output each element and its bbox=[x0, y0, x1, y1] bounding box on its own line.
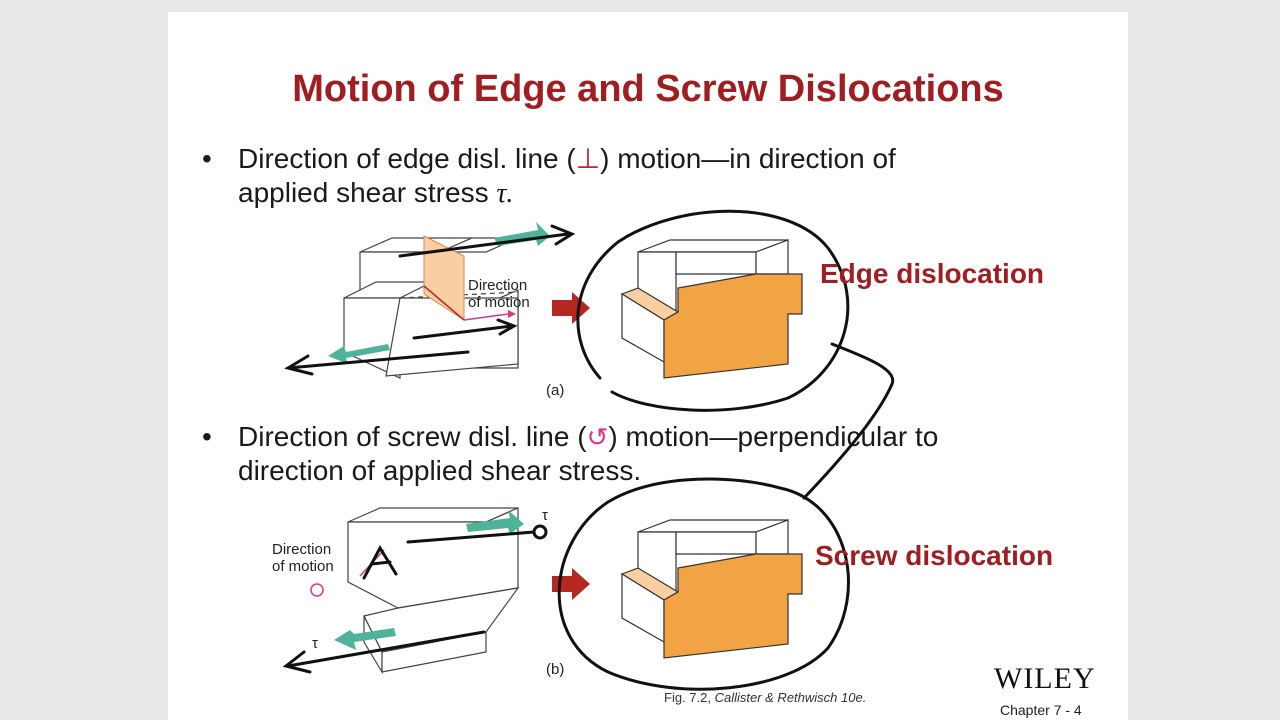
bullet-screw-text-post: ) motion—perpendicular to bbox=[608, 421, 939, 452]
edge-dislocation-label: Edge dislocation bbox=[820, 258, 1045, 289]
motion-label: of motion bbox=[468, 294, 530, 311]
tau-top-label: τ bbox=[542, 507, 548, 524]
tau-symbol: τ. bbox=[496, 178, 514, 209]
hand-arrow-a-shape bbox=[362, 544, 398, 580]
motion-arrow bbox=[463, 313, 509, 321]
publisher-logo: WILEY bbox=[994, 662, 1096, 695]
dislocation-line bbox=[423, 285, 465, 321]
bullet-edge-text: Direction of edge disl. line ( bbox=[238, 143, 576, 174]
caption-a: (a) bbox=[546, 382, 564, 399]
bullet-edge-line2-text: applied shear stress bbox=[238, 177, 497, 208]
screw-result-block bbox=[620, 519, 803, 659]
hand-arrow-bottom bbox=[284, 350, 470, 376]
bullet-edge-line1: Direction of edge disl. line (⊥) motion—… bbox=[238, 142, 896, 176]
direction-label: Direction bbox=[468, 277, 527, 294]
bullet-marker: • bbox=[202, 421, 212, 452]
bullet-screw-line1: Direction of screw disl. line (↺) motion… bbox=[238, 420, 938, 454]
direction-label-b: Direction bbox=[272, 541, 331, 558]
screw-rotation-icon bbox=[310, 583, 324, 597]
edge-result-block bbox=[620, 239, 803, 379]
bullet-marker: • bbox=[202, 143, 212, 174]
slide-title: Motion of Edge and Screw Dislocations bbox=[292, 68, 1004, 110]
screw-symbol: ↺ bbox=[586, 422, 609, 452]
shear-arrow-bottom bbox=[328, 344, 390, 364]
shear-arrow-top-b bbox=[466, 510, 524, 534]
figure-caption-source: Callister & Rethwisch 10e. bbox=[714, 690, 867, 705]
motion-label-b: of motion bbox=[272, 558, 334, 575]
hand-connector bbox=[802, 342, 895, 500]
bullet-screw: • Direction of screw disl. line (↺) moti… bbox=[202, 420, 1082, 490]
bullet-edge-text-post: ) motion—in direction of bbox=[600, 143, 896, 174]
slide: Motion of Edge and Screw Dislocations • … bbox=[168, 12, 1128, 720]
hand-circle-edge bbox=[576, 209, 850, 412]
hand-arrow-top bbox=[398, 224, 576, 258]
caption-b: (b) bbox=[546, 661, 564, 678]
shear-arrow-bottom-b bbox=[334, 628, 396, 650]
hand-circle-b bbox=[532, 524, 548, 540]
edge-symbol: ⊥ bbox=[575, 143, 601, 174]
hand-arrow-top-b bbox=[406, 530, 536, 544]
dislocation-diagrams: Direction of motion (a) bbox=[272, 209, 895, 691]
figure-caption: Fig. 7.2, Callister & Rethwisch 10e. bbox=[664, 690, 866, 705]
screw-crystal-block bbox=[347, 507, 520, 675]
bullet-edge-line2: applied shear stress τ. bbox=[238, 176, 513, 211]
tau-bottom-label: τ bbox=[312, 635, 318, 652]
shear-arrow-top bbox=[494, 222, 550, 246]
figure-caption-text: Fig. 7.2, bbox=[664, 690, 715, 705]
hand-arrow-middle bbox=[412, 318, 518, 340]
hand-circle-screw bbox=[557, 477, 850, 691]
screw-dislocation-label: Screw dislocation bbox=[815, 540, 1054, 571]
bullet-screw-text: Direction of screw disl. line ( bbox=[238, 421, 587, 452]
bullet-screw-line2: direction of applied shear stress. bbox=[238, 455, 642, 486]
bullet-edge: • Direction of edge disl. line (⊥) motio… bbox=[202, 142, 1062, 212]
edge-crystal-block bbox=[343, 237, 519, 379]
hand-arrow-bottom-b bbox=[282, 630, 486, 674]
chapter-page: Chapter 7 - 4 bbox=[1000, 702, 1082, 718]
transition-arrow-a bbox=[552, 292, 590, 324]
motion-arrowhead bbox=[508, 310, 516, 318]
